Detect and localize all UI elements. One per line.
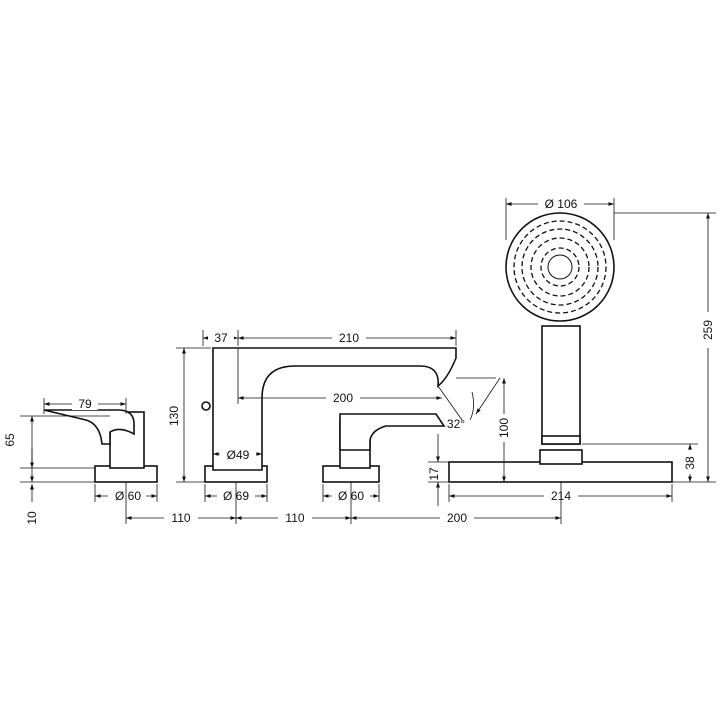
dim-left-lever: 79 65 10 Ø 60	[3, 396, 158, 525]
dim-259: 259	[701, 320, 715, 340]
dim-200-spacing: 200	[447, 511, 467, 525]
spout-knob	[201, 401, 211, 411]
right-lever-handle	[339, 413, 446, 451]
dim-angle-32: 32°	[447, 417, 465, 431]
shower-spray-ring-outer	[513, 220, 607, 314]
hand-shower	[448, 212, 673, 483]
right-lever-valve	[322, 413, 446, 483]
dim-hand-shower: Ø 106 259 38 214	[448, 196, 716, 503]
dim-79: 79	[78, 397, 92, 411]
shower-handle-ring	[541, 435, 581, 445]
dim-10: 10	[25, 511, 39, 525]
dim-dia-60-left: Ø 60	[115, 489, 141, 503]
dim-210: 210	[339, 331, 359, 345]
shower-base-plate	[448, 461, 673, 483]
shower-spray-ring-3	[530, 237, 590, 297]
dim-110-second: 110	[285, 511, 304, 525]
shower-spray-ring-4	[540, 247, 580, 287]
dim-37: 37	[214, 331, 228, 345]
left-lever-valve	[43, 409, 158, 483]
dim-center-spacing: 110 110 200	[125, 482, 562, 525]
dim-17: 17	[427, 467, 441, 481]
left-lever-handle	[43, 409, 135, 445]
dim-100: 100	[497, 418, 511, 438]
dim-110-first: 110	[171, 511, 190, 525]
dim-dia-106: Ø 106	[545, 197, 578, 211]
dim-dia-49: Ø49	[227, 448, 250, 462]
dim-38: 38	[683, 456, 697, 470]
shower-holder-collar	[539, 449, 583, 465]
dim-130: 130	[167, 406, 181, 426]
shower-handle	[541, 325, 581, 445]
dim-200-inner: 200	[333, 391, 353, 405]
shower-center-cap	[547, 254, 573, 280]
dim-65: 65	[3, 433, 17, 447]
shower-spray-ring-2	[521, 228, 599, 306]
